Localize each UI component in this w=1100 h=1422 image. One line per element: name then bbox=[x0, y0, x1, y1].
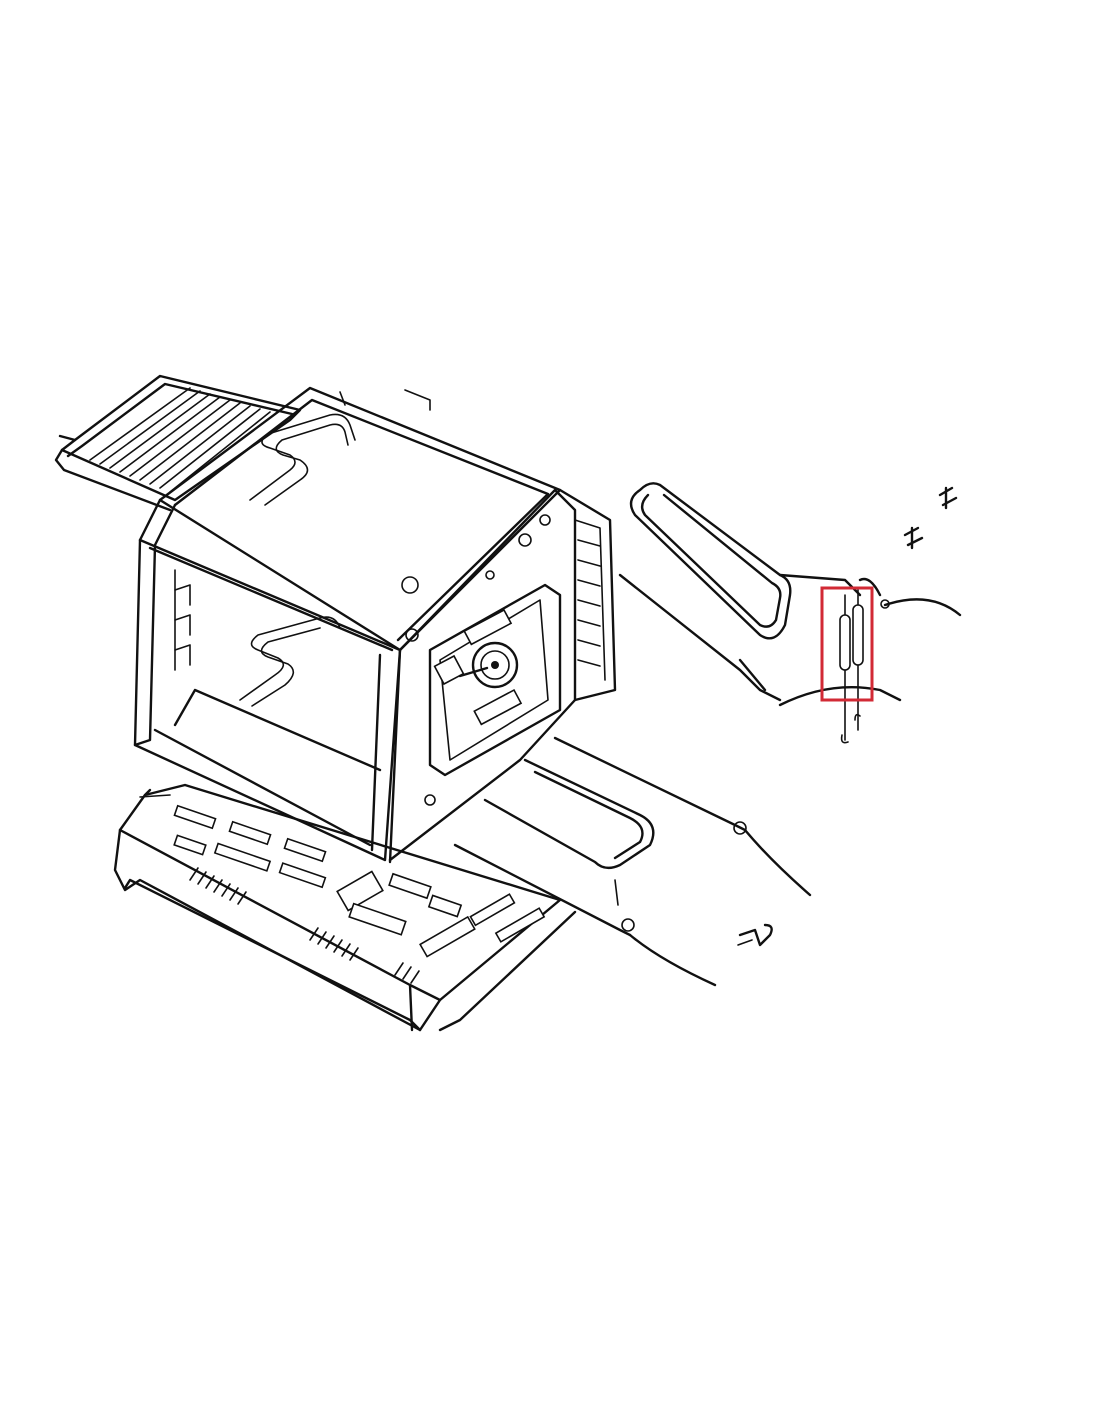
oven-rack bbox=[54, 374, 302, 512]
mounting-clips bbox=[737, 486, 958, 947]
upper-heating-element bbox=[618, 482, 962, 707]
oven-cavity bbox=[133, 386, 617, 864]
convection-fan bbox=[458, 641, 519, 689]
highlight-box bbox=[820, 586, 874, 702]
base-tray bbox=[113, 783, 577, 1032]
thermostat-sensor-probes bbox=[820, 586, 874, 744]
lower-heating-element bbox=[453, 736, 812, 987]
rear-fan-cover bbox=[428, 583, 562, 777]
